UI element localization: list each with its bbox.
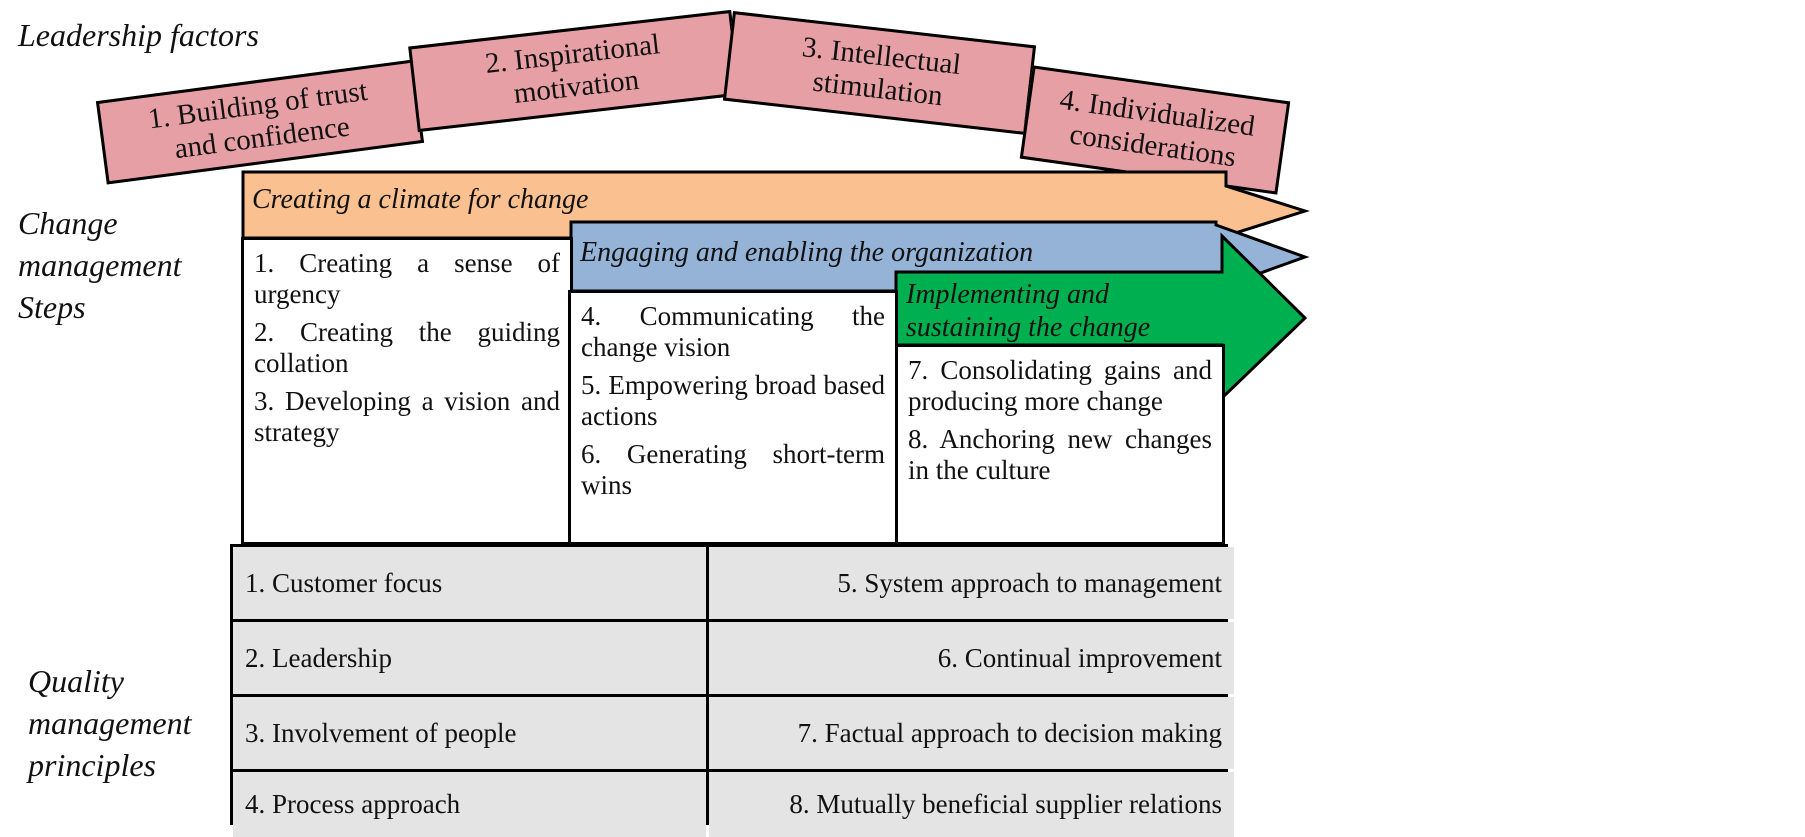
phase-title-implementing: Implementing and sustaining the change bbox=[906, 278, 1150, 344]
phase-title-line: Implementing and bbox=[906, 279, 1109, 310]
phase-title-line: sustaining the change bbox=[906, 312, 1151, 343]
principle-cell: 4. Process approach bbox=[233, 772, 706, 837]
step-item: 3. Developing a vision and strategy bbox=[254, 386, 560, 447]
label-line: Change bbox=[18, 205, 118, 241]
label-line: Steps bbox=[18, 289, 86, 325]
principle-cell: 2. Leadership bbox=[233, 622, 706, 694]
principle-cell: 3. Involvement of people bbox=[233, 697, 706, 769]
principle-cell: 1. Customer focus bbox=[233, 547, 706, 619]
step-item: 4. Communicating the change vision bbox=[581, 301, 885, 362]
label-line: Leadership factors bbox=[18, 17, 259, 53]
phase-title-climate: Creating a climate for change bbox=[252, 184, 589, 215]
step-item: 2. Creating the guiding collation bbox=[254, 317, 560, 378]
steps-column-1: 1. Creating a sense of urgency 2. Creati… bbox=[241, 237, 573, 545]
principle-cell: 7. Factual approach to decision making bbox=[709, 697, 1234, 769]
quality-management-principles-label: Quality management principles bbox=[28, 660, 192, 786]
steps-column-3: 7. Consolidating gains and producing mor… bbox=[895, 344, 1225, 545]
label-line: principles bbox=[28, 747, 156, 783]
steps-column-2: 4. Communicating the change vision 5. Em… bbox=[568, 290, 898, 545]
label-line: management bbox=[18, 247, 182, 283]
phase-title-engaging: Engaging and enabling the organization bbox=[580, 237, 1034, 268]
change-management-steps-label: Change management Steps bbox=[18, 202, 182, 328]
principle-cell: 6. Continual improvement bbox=[709, 622, 1234, 694]
quality-principles-table: 1. Customer focus 5. System approach to … bbox=[230, 544, 1234, 837]
step-item: 7. Consolidating gains and producing mor… bbox=[908, 355, 1212, 416]
label-line: Quality bbox=[28, 663, 124, 699]
step-item: 5. Empowering broad based actions bbox=[581, 370, 885, 431]
label-line: management bbox=[28, 705, 192, 741]
principle-cell: 8. Mutually beneficial supplier relation… bbox=[709, 772, 1234, 837]
leadership-factors-label: Leadership factors bbox=[18, 14, 259, 56]
step-item: 1. Creating a sense of urgency bbox=[254, 248, 560, 309]
step-item: 8. Anchoring new changes in the culture bbox=[908, 424, 1212, 485]
principle-cell: 5. System approach to management bbox=[709, 547, 1234, 619]
step-item: 6. Generating short-term wins bbox=[581, 439, 885, 500]
